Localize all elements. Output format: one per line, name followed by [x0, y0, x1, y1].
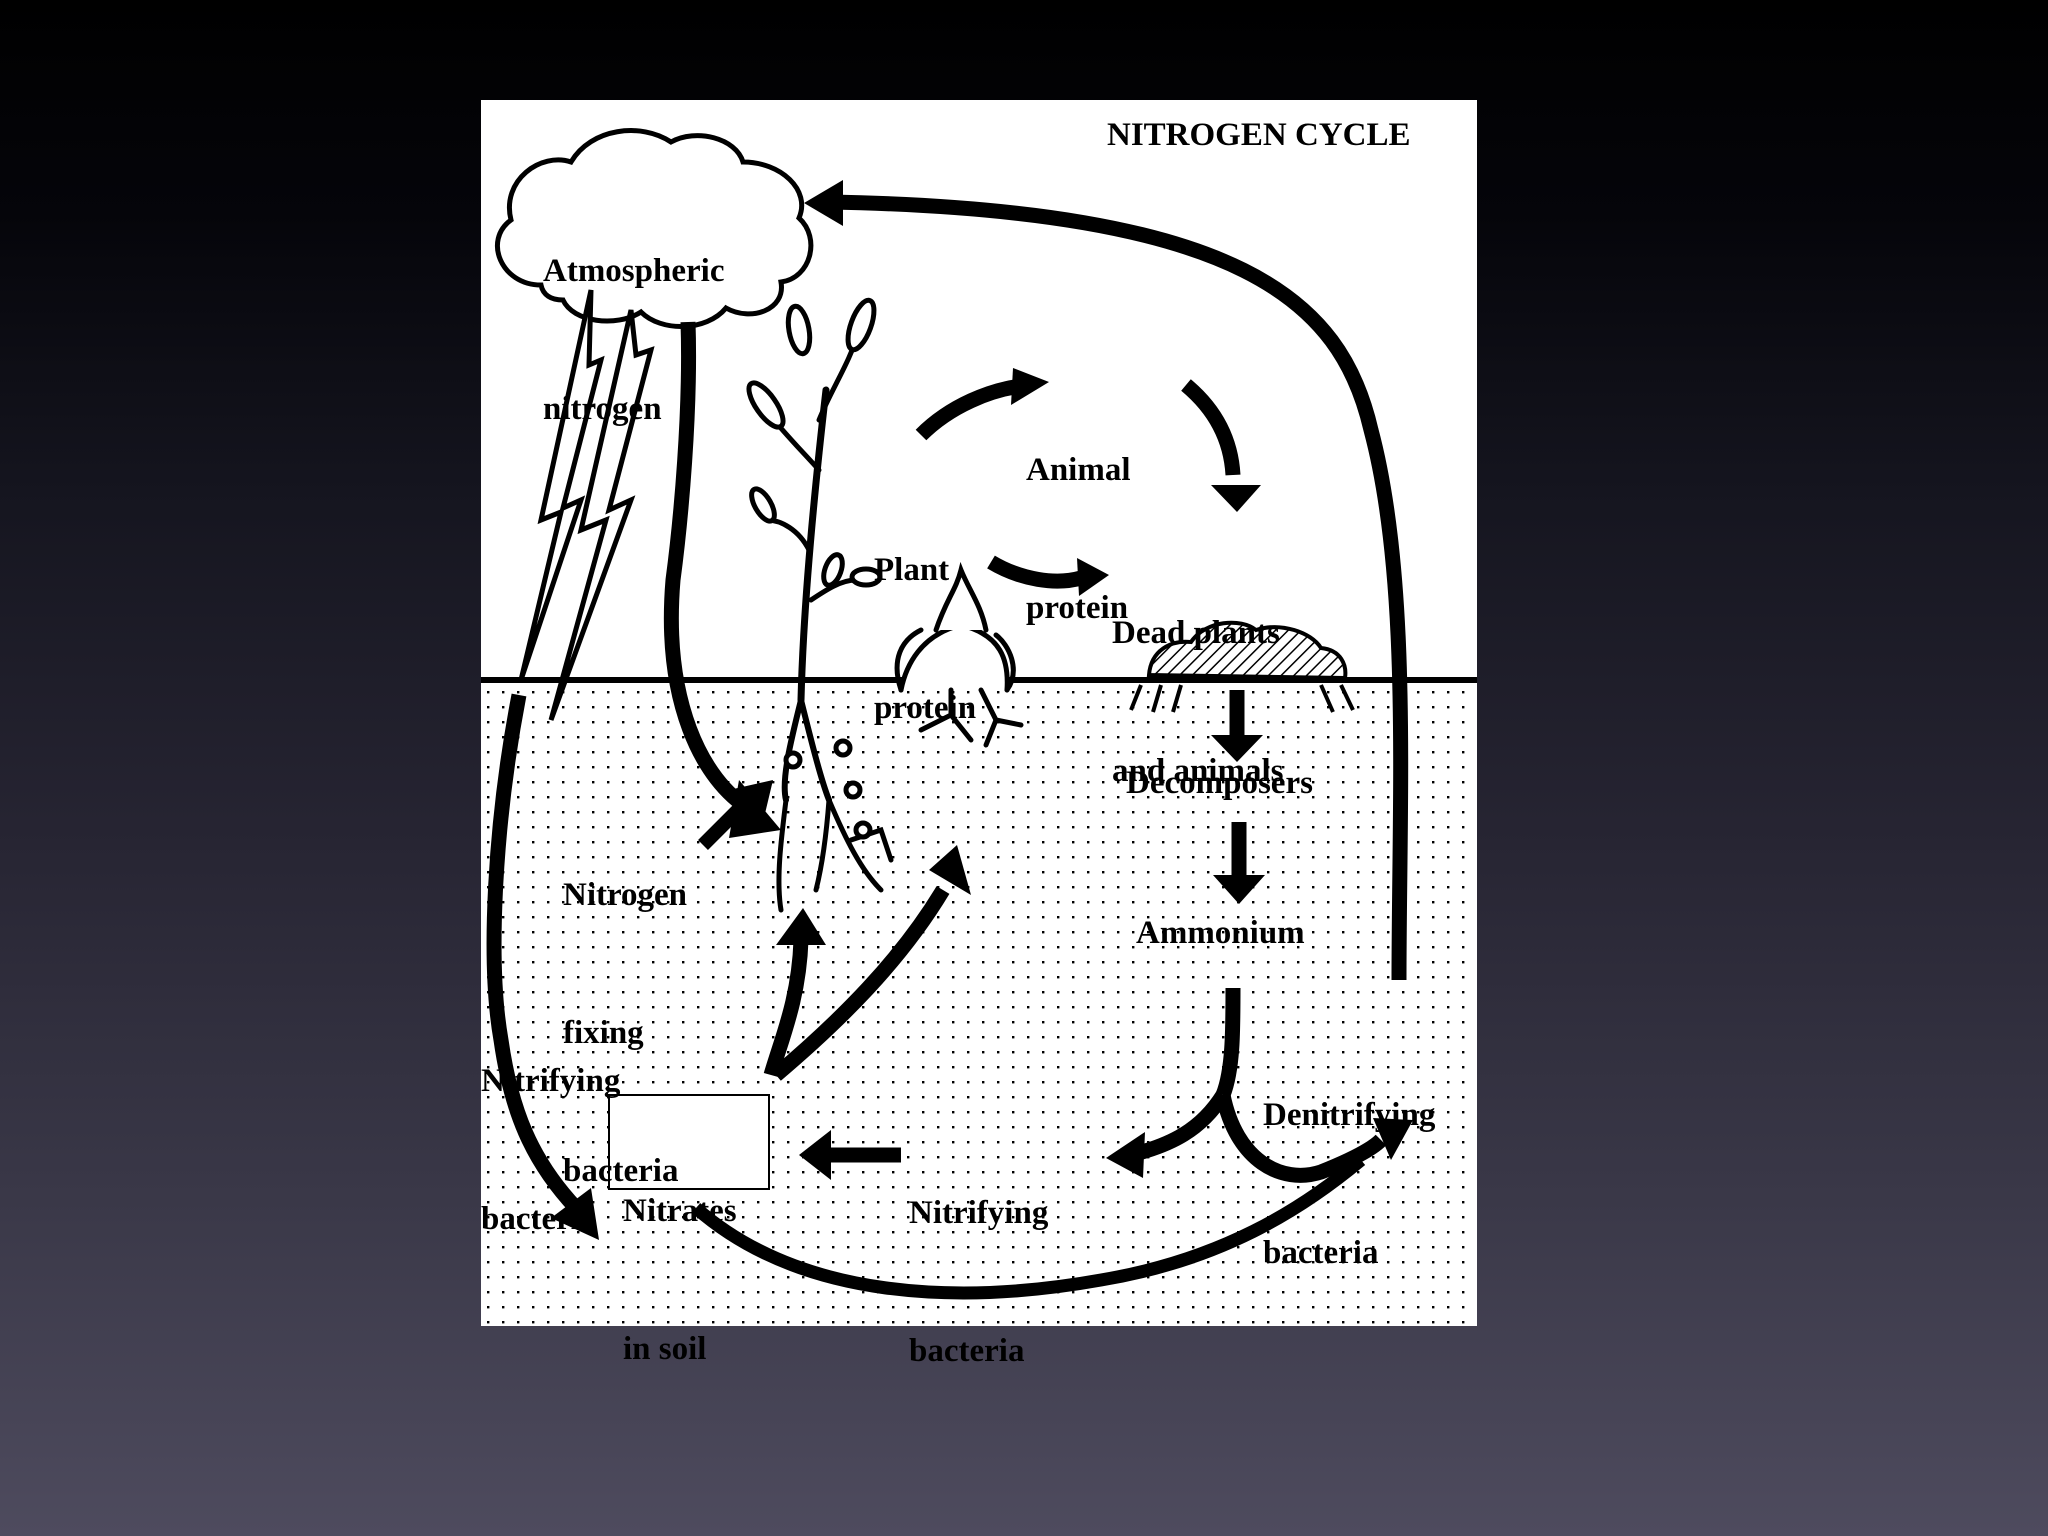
arrow-plant-to-dead [987, 555, 1084, 589]
arrow-head-plant-to-animal [1011, 368, 1049, 405]
nitrifying-bottom-line-2: bacteria [909, 1333, 1025, 1369]
dead-plants-line-2: and animals [1112, 753, 1284, 789]
denitrifying-bacteria-label: Denitrifying bacteria [1263, 1000, 1435, 1368]
arrow-head-nitrates-to-seedling [929, 845, 971, 895]
nitrates-line-1: Nitrates [623, 1193, 737, 1229]
plant-protein-line-2: protein [874, 690, 977, 726]
arrow-head-to-denitrify [1373, 1118, 1413, 1160]
soil-area [481, 680, 1477, 1326]
lightning-icon [518, 289, 605, 681]
plant-protein-label: Plant protein [874, 455, 976, 823]
denitrifying-line-2: bacteria [1263, 1235, 1379, 1271]
arrow-head-decomposers-to-ammonium [1213, 875, 1265, 904]
arrow-head-left-to-nitrates [551, 1188, 599, 1240]
arrow-left-soil-curve [486, 693, 582, 1214]
arrow-head-to-atmosphere [804, 180, 843, 226]
diagram-artwork [481, 128, 1477, 1326]
animal-protein-line-2: protein [1026, 590, 1129, 626]
animal-protein-label: Animal protein [1026, 355, 1131, 723]
dead-plants-animals-label: Dead plants and animals [1112, 518, 1283, 886]
atmospheric-nitrogen-line-1: Atmospheric [543, 253, 725, 289]
nitrogen-fixing-bacteria-label: Nitrogen fixing bacteria [563, 780, 687, 1286]
arrow-animal-to-dead [1181, 379, 1241, 476]
plant-protein-line-1: Plant [874, 552, 950, 588]
nitrifying-left-line-1: Nitrifying [481, 1063, 621, 1099]
nitrates-line-2: in soil [623, 1331, 707, 1367]
arrow-head-to-nitrates [799, 1130, 831, 1180]
dead-plants-line-1: Dead plants [1112, 615, 1280, 651]
arrow-head-animal-to-dead [1211, 485, 1261, 512]
denitrifying-line-1: Denitrifying [1263, 1097, 1436, 1133]
cloud-icon [494, 128, 814, 329]
arrow-head-plant-to-dead [1077, 558, 1109, 596]
arrow-ammonium-split [1215, 987, 1241, 1098]
nitrogen-fixing-line-1: Nitrogen [563, 877, 688, 913]
decaying-mound-icon [1129, 620, 1355, 713]
nitrogen-fixing-line-2: fixing [563, 1015, 644, 1051]
plant-icon [746, 297, 894, 913]
seedling-icon [894, 561, 1024, 748]
lightning-bolt-2-icon [548, 309, 655, 721]
atmospheric-nitrogen-line-2: nitrogen [543, 391, 662, 427]
nitrates-in-soil-label: Nitrates in soil [623, 1096, 737, 1464]
nitrates-in-soil-box [608, 1094, 770, 1190]
ammonium-label: Ammonium [1136, 915, 1305, 951]
arrow-nitrates-to-seedling [771, 886, 950, 1081]
arrow-nitrates-to-denitrify-arc [691, 1155, 1366, 1300]
arrow-head-to-nitrifying-bottom [1106, 1132, 1145, 1178]
arrow-ammonium-to-denitrify [1215, 1093, 1387, 1183]
arrow-fixing-to-roots-shaft [698, 800, 748, 850]
decomposers-label: Decomposers [1126, 765, 1313, 801]
arrow-head-nitrates-to-plant [776, 908, 826, 945]
nitrifying-bacteria-left-label: Nitrifying bacteria [481, 966, 620, 1334]
nitrogen-fixing-line-3: bacteria [563, 1153, 679, 1189]
nitrifying-left-line-2: bacteria [481, 1201, 597, 1237]
arrow-nitrates-to-plant [763, 939, 809, 1078]
arrow-head-dead-to-decomposers [1211, 735, 1263, 762]
arrow-head-fixing-to-roots [729, 780, 773, 822]
animal-protein-line-1: Animal [1026, 452, 1131, 488]
nitrifying-bottom-line-1: Nitrifying [909, 1195, 1049, 1231]
nitrogen-cycle-diagram: NITROGEN CYCLE Atmospheric nitrogen Anim… [481, 100, 1477, 1369]
diagram-title: NITROGEN CYCLE [1107, 117, 1411, 153]
arrow-plant-to-animal [915, 378, 1023, 441]
nitrifying-bacteria-bottom-label: Nitrifying bacteria [909, 1098, 1048, 1466]
arrow-cloud-to-roots [663, 321, 756, 817]
arrow-denitrify-to-atmosphere [830, 194, 1409, 981]
atmospheric-nitrogen-label: Atmospheric nitrogen [543, 156, 724, 524]
